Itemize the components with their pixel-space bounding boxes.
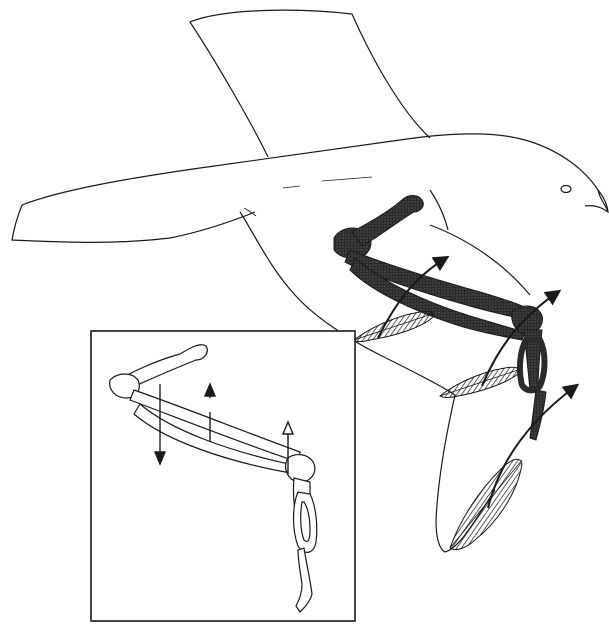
beak-outline: [585, 190, 608, 212]
feather-shaft: [450, 460, 522, 548]
eye-icon: [561, 186, 571, 193]
upper-wing-outline: [190, 10, 430, 157]
inset-elbow-joint: [286, 455, 315, 483]
body-top-outline: [22, 134, 608, 212]
tail-outline: [12, 205, 255, 242]
back-detail: [283, 177, 372, 188]
feather-shaft: [354, 314, 432, 340]
feather-shaft: [440, 370, 518, 396]
coracoid-bone: [352, 196, 423, 247]
breast-line: [430, 190, 448, 230]
inset-panel: [91, 331, 355, 621]
wing-skeleton: [334, 196, 546, 441]
